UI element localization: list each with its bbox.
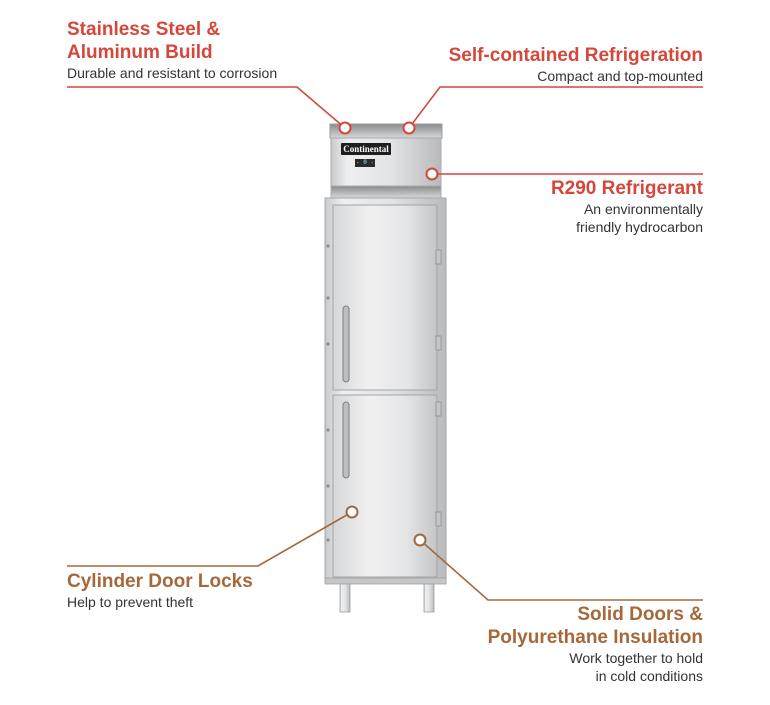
callout-description: An environmentally friendly hydrocarbon xyxy=(576,201,703,235)
callout-title: Cylinder Door Locks xyxy=(67,571,253,592)
leader-line-door-locks xyxy=(67,511,353,567)
upper-door-handle xyxy=(342,305,350,383)
side-fastener xyxy=(326,428,330,432)
leader-line-stainless-steel xyxy=(67,86,346,129)
callout-title: R290 Refrigerant xyxy=(550,178,703,199)
lower-door-handle xyxy=(342,401,350,479)
side-fastener xyxy=(326,484,330,488)
hinge xyxy=(435,401,442,417)
callout-description: Compact and top-mounted xyxy=(537,68,703,84)
side-fastener xyxy=(326,296,330,300)
lower-door xyxy=(332,394,438,578)
callout-title: Stainless Steel & Aluminum Build xyxy=(67,19,221,63)
callout-title: Self-contained Refrigeration xyxy=(448,45,703,66)
marker-door-locks xyxy=(345,505,359,519)
callout-r290: R290 Refrigerant An environmentally frie… xyxy=(463,177,703,236)
marker-r290 xyxy=(425,167,439,181)
pointer-markers xyxy=(338,121,439,547)
hinge xyxy=(435,511,442,527)
leg xyxy=(423,583,435,613)
brand-label: Continental xyxy=(341,143,391,155)
display-readout: - 0 - xyxy=(355,159,375,166)
vent-strip xyxy=(330,185,442,199)
leader-line-refrigeration xyxy=(408,86,703,129)
hinge xyxy=(435,335,442,351)
marker-refrigeration xyxy=(402,121,416,135)
side-fastener xyxy=(326,244,330,248)
callout-door-locks: Cylinder Door Locks Help to prevent thef… xyxy=(67,570,307,611)
callout-solid-doors: Solid Doors & Polyurethane Insulation Wo… xyxy=(423,603,703,685)
hinge xyxy=(435,249,442,265)
side-fastener xyxy=(326,538,330,542)
leader-line-solid-doors xyxy=(419,539,703,601)
refrigerator-illustration xyxy=(324,123,447,613)
callout-stainless-steel: Stainless Steel & Aluminum Build Durable… xyxy=(67,18,327,82)
callout-description: Help to prevent theft xyxy=(67,594,194,610)
leg xyxy=(339,583,351,613)
callout-description: Work together to hold in cold conditions xyxy=(569,650,703,684)
callout-refrigeration: Self-contained Refrigeration Compact and… xyxy=(403,44,703,85)
callout-title: Solid Doors & Polyurethane Insulation xyxy=(487,604,703,648)
leader-lines xyxy=(67,86,703,601)
upper-door xyxy=(332,204,438,391)
kick-plate xyxy=(324,577,447,585)
marker-stainless-steel xyxy=(338,121,352,135)
callout-description: Durable and resistant to corrosion xyxy=(67,65,278,81)
digital-display xyxy=(355,159,375,167)
side-fastener xyxy=(326,342,330,346)
marker-solid-doors xyxy=(413,533,427,547)
